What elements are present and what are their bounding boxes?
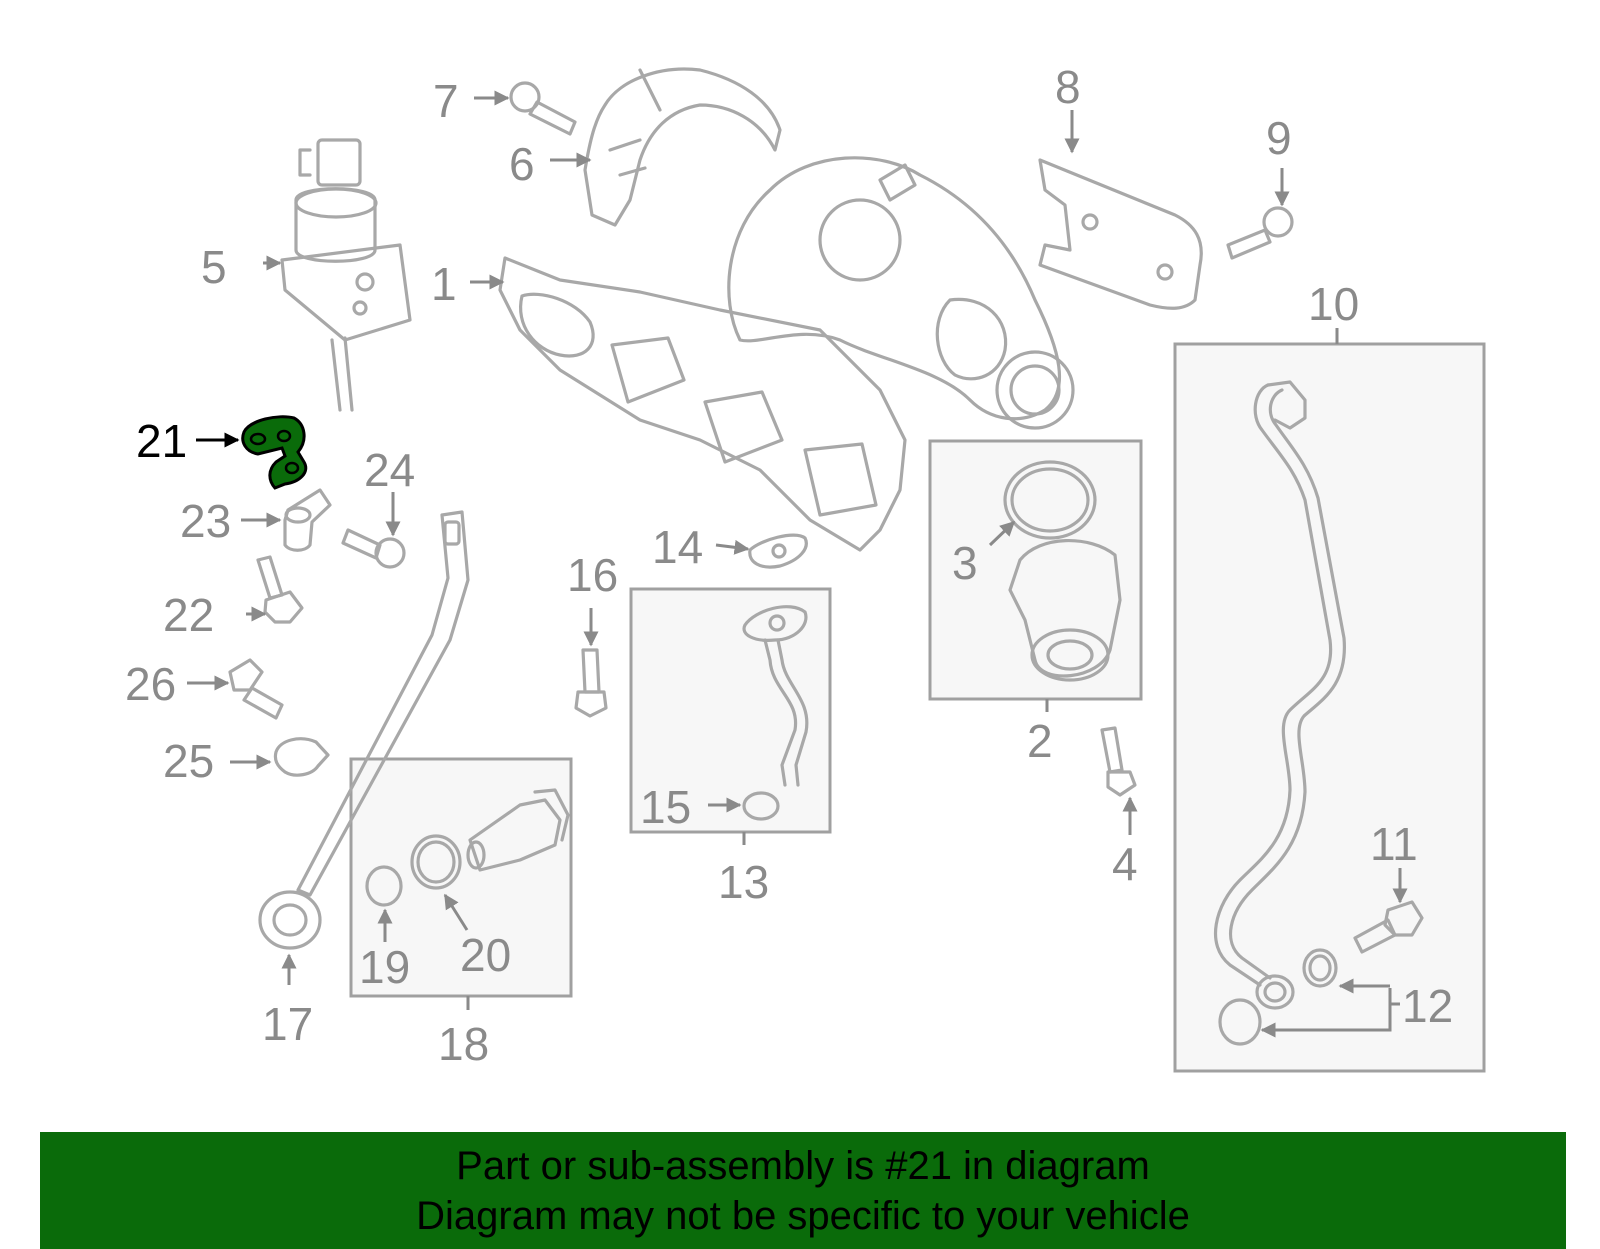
leader-lines xyxy=(187,90,1408,1038)
group-box-13 xyxy=(629,587,832,834)
part-14-gasket[interactable] xyxy=(748,533,808,569)
callout-3: 3 xyxy=(952,537,978,589)
part-3-o-ring[interactable] xyxy=(1003,460,1097,540)
group-box-18 xyxy=(349,757,573,998)
callout-14: 14 xyxy=(652,521,703,573)
part-22-bolt[interactable] xyxy=(256,555,304,624)
callout-8: 8 xyxy=(1055,61,1081,113)
part-8-bracket[interactable] xyxy=(1038,158,1203,310)
callout-22: 22 xyxy=(163,589,214,641)
part-18-banjo-bolt[interactable] xyxy=(466,788,570,872)
part-20-seal-ring[interactable] xyxy=(410,834,462,890)
callout-19: 19 xyxy=(359,941,410,993)
banner-line-disclaimer: Diagram may not be specific to your vehi… xyxy=(416,1193,1190,1238)
part-17-oil-feed-line[interactable] xyxy=(258,510,470,950)
callout-7: 7 xyxy=(433,75,459,127)
part-16-bolt[interactable] xyxy=(574,648,608,718)
callout-9: 9 xyxy=(1266,112,1292,164)
part-11-banjo-bolt[interactable] xyxy=(1353,900,1424,954)
part-23-clip[interactable] xyxy=(283,488,332,552)
callout-5: 5 xyxy=(201,241,227,293)
part-10-oil-supply-pipe[interactable] xyxy=(1214,380,1346,1010)
part-26-bolt[interactable] xyxy=(228,658,284,720)
callout-11: 11 xyxy=(1370,818,1418,870)
callout-21: 21 xyxy=(136,415,187,467)
part-24-bolt[interactable] xyxy=(341,528,406,569)
group-box-10 xyxy=(1173,342,1486,1073)
callout-16: 16 xyxy=(567,549,618,601)
part-12-seal-rings[interactable] xyxy=(1218,948,1338,1046)
callout-6: 6 xyxy=(509,138,535,190)
callout-2: 2 xyxy=(1027,715,1053,767)
callout-1: 1 xyxy=(431,258,457,310)
callout-10: 10 xyxy=(1308,278,1359,330)
callout-13: 13 xyxy=(718,856,769,908)
callout-24: 24 xyxy=(364,444,415,496)
callout-labels: 1 2 3 4 5 6 7 8 9 10 11 12 13 14 15 16 1… xyxy=(125,61,1453,1070)
callout-25: 25 xyxy=(163,735,214,787)
part-2-outlet-elbow[interactable] xyxy=(1008,538,1122,682)
banner-line-part-number: Part or sub-assembly is #21 in diagram xyxy=(456,1143,1150,1188)
callout-26: 26 xyxy=(125,658,176,710)
callout-18: 18 xyxy=(438,1018,489,1070)
info-banner: Part or sub-assembly is #21 in diagram D… xyxy=(40,1132,1566,1249)
callout-4: 4 xyxy=(1112,838,1138,890)
part-1-turbo-manifold[interactable] xyxy=(498,156,1075,552)
part-7-bolt[interactable] xyxy=(509,81,577,136)
part-13-oil-return-pipe[interactable] xyxy=(742,605,809,787)
part-9-bolt[interactable] xyxy=(1226,206,1294,260)
part-19-seal-ring[interactable] xyxy=(365,865,403,907)
part-6-heat-shield[interactable] xyxy=(583,67,782,227)
part-4-stud[interactable] xyxy=(1100,726,1137,797)
callout-23: 23 xyxy=(180,495,231,547)
callout-17: 17 xyxy=(262,998,313,1050)
part-21-bracket-highlighted[interactable] xyxy=(241,415,308,490)
part-15-gasket[interactable] xyxy=(742,791,780,821)
callout-12: 12 xyxy=(1402,980,1453,1032)
callout-15: 15 xyxy=(640,781,691,833)
callout-20: 20 xyxy=(460,929,511,981)
part-25-clamp[interactable] xyxy=(273,737,330,777)
part-5-wastegate-actuator[interactable] xyxy=(280,138,412,412)
